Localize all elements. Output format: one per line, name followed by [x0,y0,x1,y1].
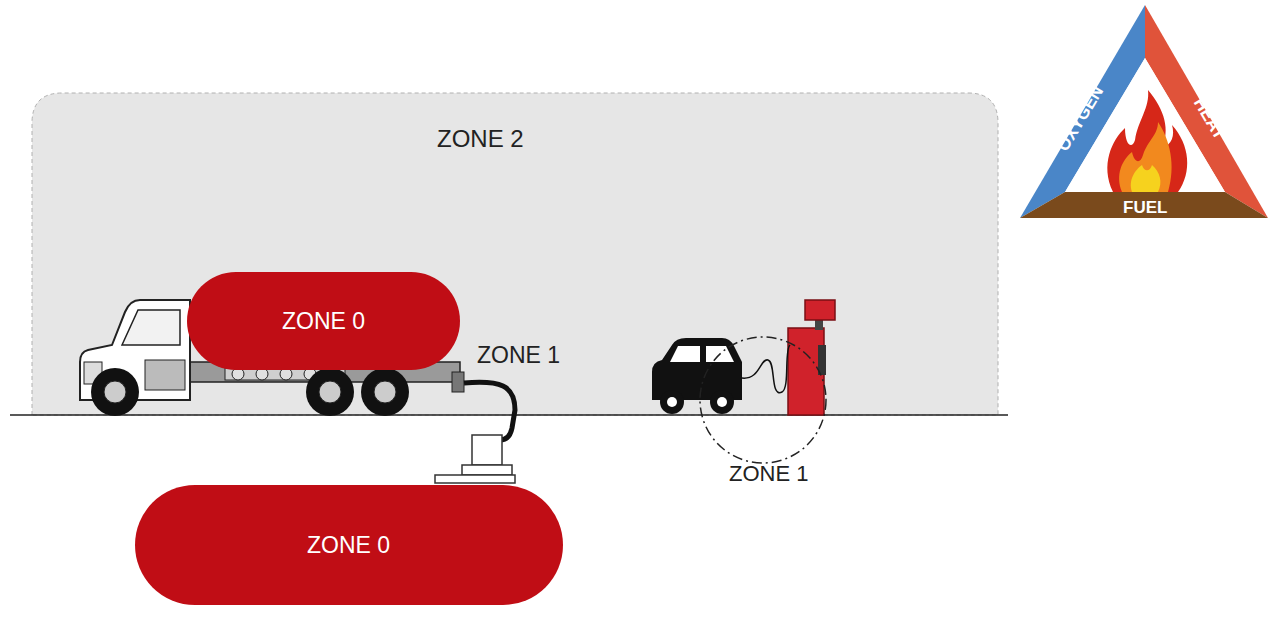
zone-1-boundary [700,337,826,463]
ground-line [10,414,1008,416]
fill-pipe [435,435,515,483]
zone-2-area [32,93,998,415]
zone-1-circle: ZONE 1 [700,337,826,487]
zone-label: ZONE 2 [437,127,524,151]
triangle-label: FUEL [1123,199,1167,216]
fuel-pump [742,300,835,415]
fuel-hose [464,382,515,440]
car [652,338,742,414]
zone-label: ZONE 1 [477,344,560,367]
fire-triangle [1020,5,1268,218]
tank-zone-0: ZONE 0 [135,485,563,605]
tank-zone-0: ZONE 0 [187,272,460,370]
zone-label: ZONE 0 [282,310,365,333]
zone-label: ZONE 1 [729,463,808,485]
zone-label: ZONE 0 [307,534,390,557]
